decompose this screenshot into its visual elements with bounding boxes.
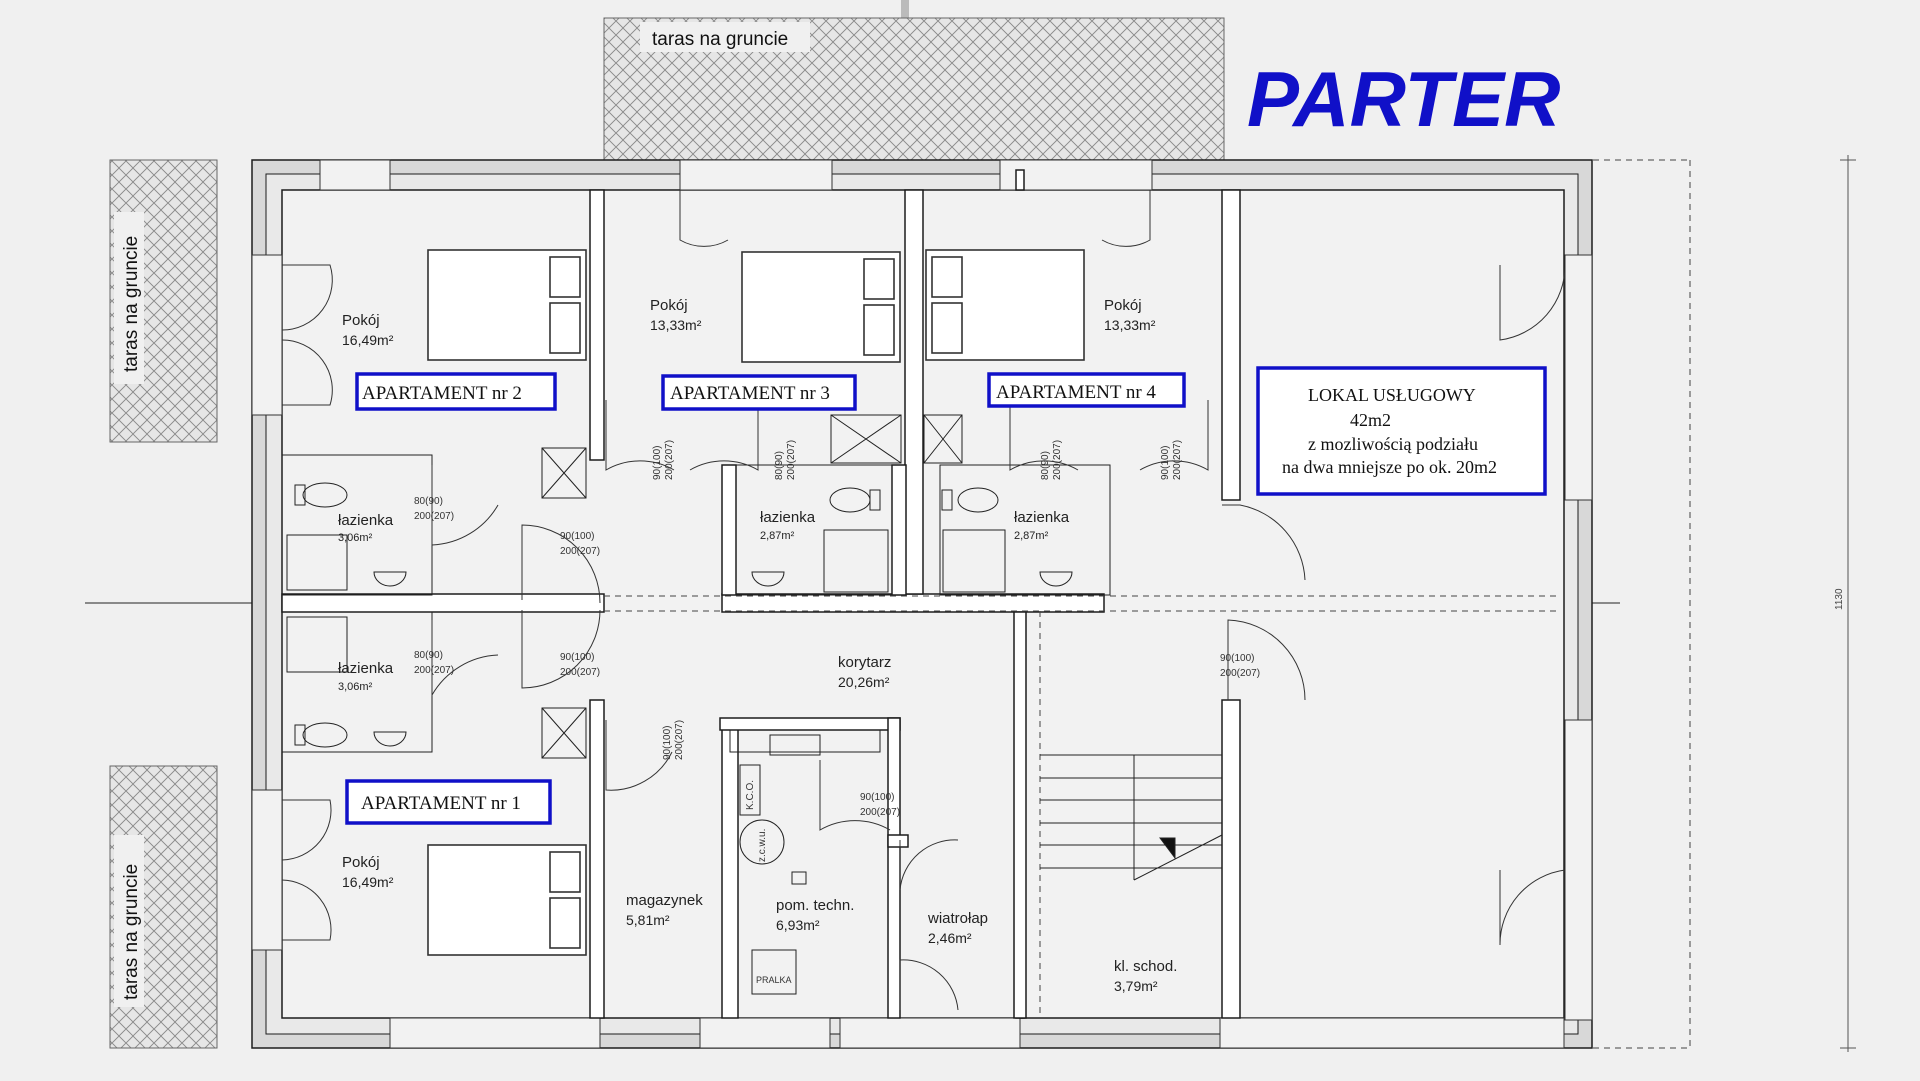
counter [729, 729, 881, 753]
vent-grille [791, 871, 807, 885]
svg-text:200(207): 200(207) [786, 440, 797, 480]
svg-text:80(90): 80(90) [774, 451, 785, 480]
room-area: 6,93m² [776, 917, 820, 933]
page-title: PARTER [1247, 55, 1561, 143]
svg-text:200(207): 200(207) [674, 720, 685, 760]
apartment-label-3: APARTAMENT nr 3 [661, 374, 857, 411]
room-area: 2,87m² [760, 530, 795, 542]
room-area: 3,06m² [338, 681, 373, 693]
room-area: 16,49m² [342, 332, 394, 348]
room-name: pom. techn. [776, 897, 854, 914]
sink [373, 571, 1073, 747]
svg-text:200(207): 200(207) [1052, 440, 1063, 480]
terrace-top-label: taras na gruncie [652, 29, 788, 50]
svg-text:80(90): 80(90) [414, 496, 443, 507]
svg-text:LOKAL USŁUGOWY: LOKAL USŁUGOWY [1308, 385, 1476, 405]
svg-text:APARTAMENT nr 2: APARTAMENT nr 2 [362, 383, 522, 404]
svg-text:200(207): 200(207) [560, 546, 600, 557]
room-name: łazienka [760, 509, 816, 526]
room-name: łazienka [338, 512, 394, 529]
room-name: kl. schod. [1114, 958, 1177, 975]
svg-text:90(100): 90(100) [1160, 446, 1171, 480]
door-dim-labels: 80(90) 200(207) 80(90) 200(207) 90(100) … [414, 440, 1260, 818]
bed [427, 844, 587, 956]
zcwu-label: z.c.w.u. [757, 829, 768, 862]
svg-text:42m2: 42m2 [1350, 410, 1391, 430]
room-area: 13,33m² [1104, 317, 1156, 333]
room-area: 13,33m² [650, 317, 702, 333]
room-name: Pokój [342, 312, 380, 329]
terrace-left-top-label: taras na gruncie [121, 236, 142, 372]
terrace-top [603, 17, 1225, 161]
washing-machine [751, 949, 797, 995]
svg-text:90(100): 90(100) [1220, 653, 1254, 664]
kco-label: K.C.O. [745, 780, 756, 810]
toilet [294, 482, 999, 748]
room-labels: Pokój 16,49m² Pokój 13,33m² Pokój 13,33m… [338, 297, 1177, 994]
room-area: 20,26m² [838, 674, 890, 690]
room-area: 2,87m² [1014, 530, 1049, 542]
room-area: 3,79m² [1114, 978, 1158, 994]
boiler-kco [739, 764, 761, 816]
windows [251, 159, 1593, 1049]
room-name: Pokój [342, 854, 380, 871]
room-name: korytarz [838, 654, 891, 671]
bed [427, 249, 587, 361]
room-name: Pokój [650, 297, 688, 314]
terrace-left-top-label-bg [114, 212, 144, 384]
room-area: 2,46m² [928, 930, 972, 946]
svg-text:z mozliwością podziału: z mozliwością podziału [1308, 434, 1478, 454]
svg-text:200(207): 200(207) [664, 440, 675, 480]
svg-text:80(90): 80(90) [414, 650, 443, 661]
lokal-uslugowy-label: LOKAL USŁUGOWY 42m2 z mozliwością podzia… [1256, 366, 1547, 496]
room-name: wiatrołap [927, 910, 988, 927]
apartment-label-1: APARTAMENT nr 1 [345, 779, 552, 825]
room-area: 3,06m² [338, 532, 373, 544]
stairs [1040, 754, 1223, 881]
svg-text:APARTAMENT nr 4: APARTAMENT nr 4 [996, 382, 1156, 403]
svg-text:90(100): 90(100) [560, 531, 594, 542]
svg-text:90(100): 90(100) [662, 726, 673, 760]
corridor-guides [604, 595, 1560, 1018]
room-name: magazynek [626, 892, 703, 909]
bed [741, 251, 901, 363]
svg-text:90(100): 90(100) [860, 792, 894, 803]
terrace-top-label-bg [640, 22, 810, 52]
svg-text:80(90): 80(90) [1040, 451, 1051, 480]
svg-text:90(100): 90(100) [560, 652, 594, 663]
room-area: 5,81m² [626, 912, 670, 928]
svg-text:200(207): 200(207) [1220, 668, 1260, 679]
terrace-left-bottom-label: taras na gruncie [121, 864, 142, 1000]
room-name: Pokój [1104, 297, 1142, 314]
room-area: 16,49m² [342, 874, 394, 890]
svg-text:200(207): 200(207) [560, 667, 600, 678]
svg-text:200(207): 200(207) [860, 807, 900, 818]
door-swings [281, 190, 1566, 1011]
terrace-left-bottom-label-bg [114, 835, 144, 1007]
svg-text:200(207): 200(207) [1172, 440, 1183, 480]
interior-walls [281, 169, 1241, 1019]
svg-text:200(207): 200(207) [414, 511, 454, 522]
svg-text:na dwa mniejsze po ok. 20m2: na dwa mniejsze po ok. 20m2 [1282, 457, 1497, 477]
svg-text:APARTAMENT nr 1: APARTAMENT nr 1 [361, 793, 521, 814]
apartment-label-2: APARTAMENT nr 2 [355, 372, 557, 411]
shower-tray [286, 414, 1006, 759]
cabinet [769, 734, 821, 756]
apartment-label-4: APARTAMENT nr 4 [987, 372, 1186, 408]
dimension-label: 1130 [1834, 588, 1845, 610]
svg-text:200(207): 200(207) [414, 665, 454, 676]
boiler-zcwu [739, 819, 785, 865]
bed [925, 249, 1085, 361]
pralka-label: PRALKA [756, 975, 792, 985]
room-name: łazienka [338, 660, 394, 677]
svg-text:90(100): 90(100) [652, 446, 663, 480]
room-name: łazienka [1014, 509, 1070, 526]
svg-text:APARTAMENT nr 3: APARTAMENT nr 3 [670, 383, 830, 404]
